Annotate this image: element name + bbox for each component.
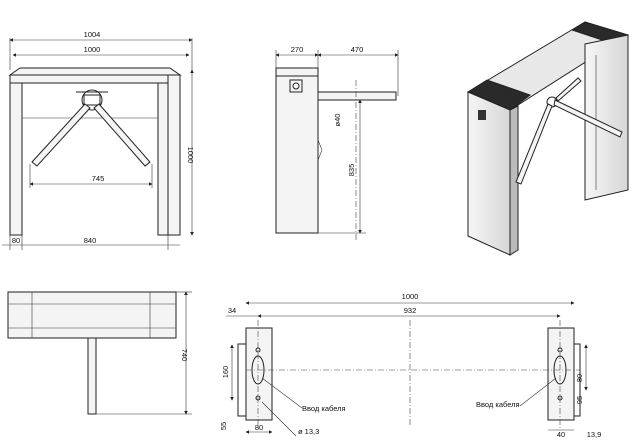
side-view: 270 470 ø40 835: [275, 45, 399, 240]
dim-arm-length: 470: [351, 45, 364, 54]
dim-arm-diameter: ø40: [333, 114, 342, 127]
dim-foot-width: 80: [12, 236, 20, 245]
dim-top-depth: 740: [180, 349, 189, 362]
front-view: 1004 1000 745 1000 80 840: [2, 30, 195, 250]
dim-right-80: 80: [575, 374, 584, 382]
cable-entry-label-right: Ввод кабеля: [476, 400, 520, 409]
cable-entry-label-left: Ввод кабеля: [302, 404, 346, 413]
top-view: 740: [7, 291, 192, 415]
base-plan-view: 1000 932 34 160 55 80 ø 13,3 Ввод кабеля: [219, 292, 601, 439]
isometric-view: [466, 21, 630, 256]
dim-base-width: 840: [84, 236, 97, 245]
dim-base-foot: 80: [255, 423, 263, 432]
dim-side-depth: 270: [291, 45, 304, 54]
dim-right-40: 40: [557, 430, 565, 439]
dim-base-left-margin: 55: [219, 422, 228, 430]
dim-base-offset: 34: [228, 306, 236, 315]
dim-base-hole: ø 13,3: [298, 427, 319, 436]
dim-front-width-outer: 1004: [84, 30, 101, 39]
dim-front-width-inner: 1000: [84, 45, 101, 54]
dim-arm-span: 745: [92, 174, 105, 183]
dim-arm-height: 835: [347, 164, 356, 177]
dim-base-total: 1000: [402, 292, 419, 301]
dim-front-height: 1000: [186, 147, 195, 164]
dim-base-slot: 160: [221, 366, 230, 379]
dim-right-95: 95: [575, 396, 584, 404]
dim-base-inner: 932: [404, 306, 417, 315]
dim-right-13-9: 13,9: [587, 430, 602, 439]
